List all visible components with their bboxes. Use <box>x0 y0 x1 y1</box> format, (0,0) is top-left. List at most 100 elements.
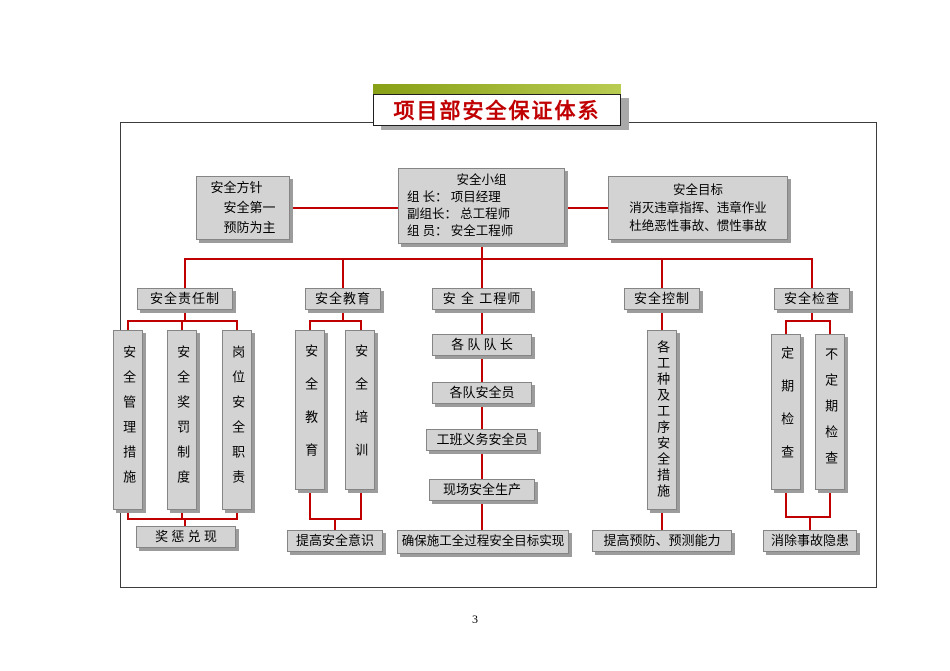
box-nonperiodic-inspection: 不定期检查 <box>815 334 845 490</box>
team-member-3: 组 员： 安全工程师 <box>407 224 514 238</box>
connector-line <box>309 518 362 520</box>
box-periodic-inspection: 定期检查 <box>771 334 801 490</box>
connector-line <box>342 310 344 320</box>
footer-eliminate-hazards: 消除事故隐患 <box>763 530 857 552</box>
connector-line <box>661 258 663 288</box>
footer-label: 提高安全意识 <box>295 532 374 548</box>
connector-line <box>785 320 787 334</box>
header-label: 安全检查 <box>783 290 840 306</box>
team-member-2: 副组长： 总工程师 <box>407 207 511 221</box>
connector-line <box>785 490 787 516</box>
header-label: 安全控制 <box>633 290 690 306</box>
box-safety-training: 安全培训 <box>345 330 375 490</box>
footer-label: 消除事故隐患 <box>770 532 849 548</box>
connector-line <box>236 320 238 330</box>
connector-line <box>181 510 183 519</box>
goal-box: 安全目标 消灭违章指挥、违章作业 杜绝恶性事故、惯性事故 <box>608 176 788 240</box>
connector-line <box>481 310 483 334</box>
connector-line <box>290 207 398 209</box>
footer-raise-safety-awareness: 提高安全意识 <box>287 530 383 552</box>
policy-line-2: 安全第一 <box>223 200 276 215</box>
policy-box: 安全方针 安全第一 预防为主 <box>196 176 290 240</box>
connector-line <box>127 320 129 330</box>
page-title: 项目部安全保证体系 <box>393 99 601 123</box>
connector-line <box>184 258 186 288</box>
connector-line <box>661 510 663 530</box>
connector-line <box>309 490 311 518</box>
connector-line <box>829 320 831 334</box>
connector-line <box>785 320 831 322</box>
vbox-label: 安全管理措施 <box>121 345 137 495</box>
footer-label: 奖 惩 兑 现 <box>155 528 217 544</box>
box-worktype-procedure-safety-measures: 各工种及工序安全措施 <box>647 330 677 510</box>
box-team-leaders: 各 队 队 长 <box>432 334 532 356</box>
footer-label: 提高预防、预测能力 <box>603 532 721 548</box>
connector-line <box>181 320 183 330</box>
connector-line <box>809 516 811 530</box>
policy-line-3: 预防为主 <box>223 220 276 235</box>
connector-line <box>184 518 186 526</box>
footer-reward-punishment: 奖 惩 兑 现 <box>136 526 236 548</box>
vbox-label: 岗位安全职责 <box>230 345 246 495</box>
connector-line <box>481 356 483 382</box>
connector-line <box>811 258 813 288</box>
connector-line <box>811 310 813 320</box>
vbox-label: 安全教育 <box>303 344 319 476</box>
box-safety-education: 安全教育 <box>295 330 325 490</box>
footer-improve-prevention: 提高预防、预测能力 <box>592 530 732 552</box>
chain-label: 各队安全员 <box>449 384 515 400</box>
box-site-safety-production: 现场安全生产 <box>429 479 535 501</box>
box-shift-volunteer-safety-officers: 工班义务安全员 <box>426 429 538 451</box>
vbox-label: 安全奖罚制度 <box>175 345 191 495</box>
connector-line <box>127 320 238 322</box>
vbox-label: 不定期检查 <box>823 347 839 477</box>
policy-line-1: 安全方针 <box>210 180 263 195</box>
goal-line-1: 消灭违章指挥、违章作业 <box>629 201 767 215</box>
connector-line <box>785 516 831 518</box>
header-safety-inspection: 安全检查 <box>774 288 850 310</box>
connector-line <box>481 244 483 258</box>
header-label: 安 全 工程师 <box>442 290 522 306</box>
connector-line <box>360 490 362 518</box>
vbox-label: 各工种及工序安全措施 <box>655 340 671 500</box>
header-safety-responsibility: 安全责任制 <box>137 288 233 310</box>
header-label: 安全教育 <box>314 290 371 306</box>
connector-line <box>309 320 311 330</box>
page-number: 3 <box>472 612 478 626</box>
connector-line <box>342 258 344 288</box>
vbox-label: 定期检查 <box>779 346 795 478</box>
team-title: 安全小组 <box>456 173 507 187</box>
chart-title-box: 项目部安全保证体系 <box>373 94 621 126</box>
connector-line <box>481 258 483 288</box>
box-team-safety-officers: 各队安全员 <box>432 382 532 404</box>
team-box: 安全小组 组 长： 项目经理 副组长： 总工程师 组 员： 安全工程师 <box>398 168 565 244</box>
connector-line <box>481 404 483 429</box>
footer-label: 确保施工全过程安全目标实现 <box>401 534 565 549</box>
box-reward-penalty-system: 安全奖罚制度 <box>167 330 197 510</box>
chain-label: 工班义务安全员 <box>436 431 528 447</box>
header-label: 安全责任制 <box>149 290 220 306</box>
connector-line <box>565 207 608 209</box>
connector-line <box>127 518 238 520</box>
connector-line <box>184 310 186 320</box>
footer-ensure-safety-goals: 确保施工全过程安全目标实现 <box>397 530 569 554</box>
title-top-bar <box>373 84 621 94</box>
connector-line <box>334 518 336 530</box>
box-post-safety-duties: 岗位安全职责 <box>222 330 252 510</box>
connector-line <box>309 320 362 322</box>
box-safety-management-measures: 安全管理措施 <box>113 330 143 510</box>
connector-line <box>185 258 813 260</box>
header-safety-education: 安全教育 <box>305 288 381 310</box>
vbox-label: 安全培训 <box>353 344 369 476</box>
connector-line <box>481 501 483 530</box>
header-safety-engineer: 安 全 工程师 <box>432 288 532 310</box>
connector-line <box>829 490 831 516</box>
goal-title: 安全目标 <box>672 183 723 197</box>
chain-label: 各 队 队 长 <box>451 336 513 352</box>
header-safety-control: 安全控制 <box>624 288 700 310</box>
connector-line <box>127 510 129 519</box>
connector-line <box>481 451 483 479</box>
connector-line <box>360 320 362 330</box>
goal-line-2: 杜绝恶性事故、惯性事故 <box>629 219 767 233</box>
